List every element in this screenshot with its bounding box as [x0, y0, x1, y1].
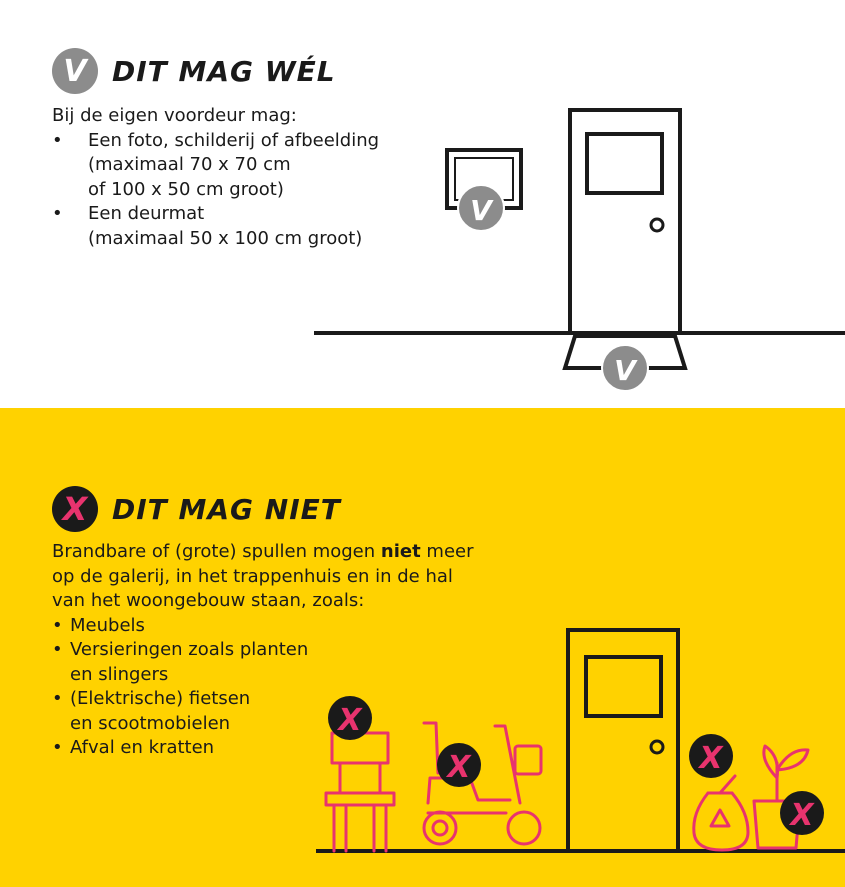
chair-icon — [324, 731, 396, 853]
list-item-line: Een foto, schilderij of afbeelding — [88, 129, 380, 151]
door-illustration: V V — [314, 108, 845, 392]
bullet: • — [52, 737, 63, 758]
allowed-text: Bij de eigen voordeur mag: • Een foto, s… — [52, 104, 432, 251]
forbidden-intro-line: op de galerij, in het trappenhuis en in … — [52, 565, 453, 587]
check-symbol: V — [614, 354, 638, 387]
forbidden-section: X DIT MAG NIET Brandbare of (grote) spul… — [0, 408, 845, 887]
list-item: • Een deurmat (maximaal 50 x 100 cm groo… — [52, 202, 432, 251]
allowed-list: • Een foto, schilderij of afbeelding (ma… — [52, 129, 432, 252]
list-item-line: of 100 x 50 cm groot) — [88, 178, 284, 200]
forbidden-list: • Meubels • Versieringen zoals planten e… — [52, 614, 512, 761]
door-window — [584, 655, 663, 718]
list-item: • Meubels — [52, 614, 512, 639]
list-item: • Afval en kratten — [52, 736, 512, 761]
list-item-line: Meubels — [70, 614, 145, 636]
list-item: • Versieringen zoals planten en slingers — [52, 638, 512, 687]
list-item-line: (maximaal 50 x 100 cm groot) — [88, 227, 363, 249]
forbidden-intro-line: van het woongebouw staan, zoals: — [52, 590, 365, 611]
garbage-bag-icon — [692, 774, 750, 852]
mobility-scooter-icon — [422, 721, 543, 846]
bullet: • — [52, 688, 63, 709]
forbidden-illustration: X X X X — [316, 628, 845, 853]
list-item-line: Versieringen zoals planten — [70, 639, 309, 660]
cross-symbol: X — [445, 750, 472, 785]
list-item-line: Een deurmat — [88, 203, 205, 224]
list-item-line: en slingers — [70, 663, 169, 685]
cross-badge-icon: X — [780, 791, 824, 835]
allowed-title: DIT MAG WÉL — [112, 54, 336, 88]
list-item-line: (maximaal 70 x 70 cm — [88, 154, 291, 175]
bullet: • — [52, 129, 63, 151]
allowed-heading: V DIT MAG WÉL — [52, 48, 336, 94]
list-item: • Een foto, schilderij of afbeelding (ma… — [52, 129, 432, 203]
door-window — [585, 132, 664, 195]
check-badge-icon: V — [52, 48, 98, 94]
check-symbol: V — [470, 194, 494, 227]
bullet: • — [52, 614, 63, 636]
allowed-section: V DIT MAG WÉL Bij de eigen voordeur mag:… — [0, 0, 845, 408]
allowed-intro: Bij de eigen voordeur mag: — [52, 105, 297, 126]
door-knob — [649, 739, 665, 755]
cross-badge-icon: X — [328, 696, 372, 740]
bullet: • — [52, 203, 63, 224]
bullet: • — [52, 639, 63, 660]
list-item: • (Elektrische) fietsen en scootmobielen — [52, 687, 512, 736]
list-item-line: Afval en kratten — [70, 737, 215, 758]
forbidden-text: Brandbare of (grote) spullen mogen niet … — [52, 540, 512, 761]
cross-badge-icon: X — [689, 734, 733, 778]
cross-badge-icon: X — [437, 743, 481, 787]
cross-symbol: X — [336, 703, 363, 738]
check-badge-icon: V — [457, 184, 505, 232]
cross-symbol: X — [788, 798, 815, 833]
check-badge-icon: V — [601, 344, 649, 392]
forbidden-title: DIT MAG NIET — [112, 492, 341, 526]
list-item-line: en scootmobielen — [70, 712, 231, 734]
forbidden-intro: Brandbare of (grote) spullen mogen niet … — [52, 541, 474, 562]
list-item-line: (Elektrische) fietsen — [70, 688, 251, 709]
cross-badge-icon: X — [52, 486, 98, 532]
forbidden-heading: X DIT MAG NIET — [52, 486, 341, 532]
door-knob — [649, 217, 665, 233]
cross-symbol: X — [697, 741, 724, 776]
